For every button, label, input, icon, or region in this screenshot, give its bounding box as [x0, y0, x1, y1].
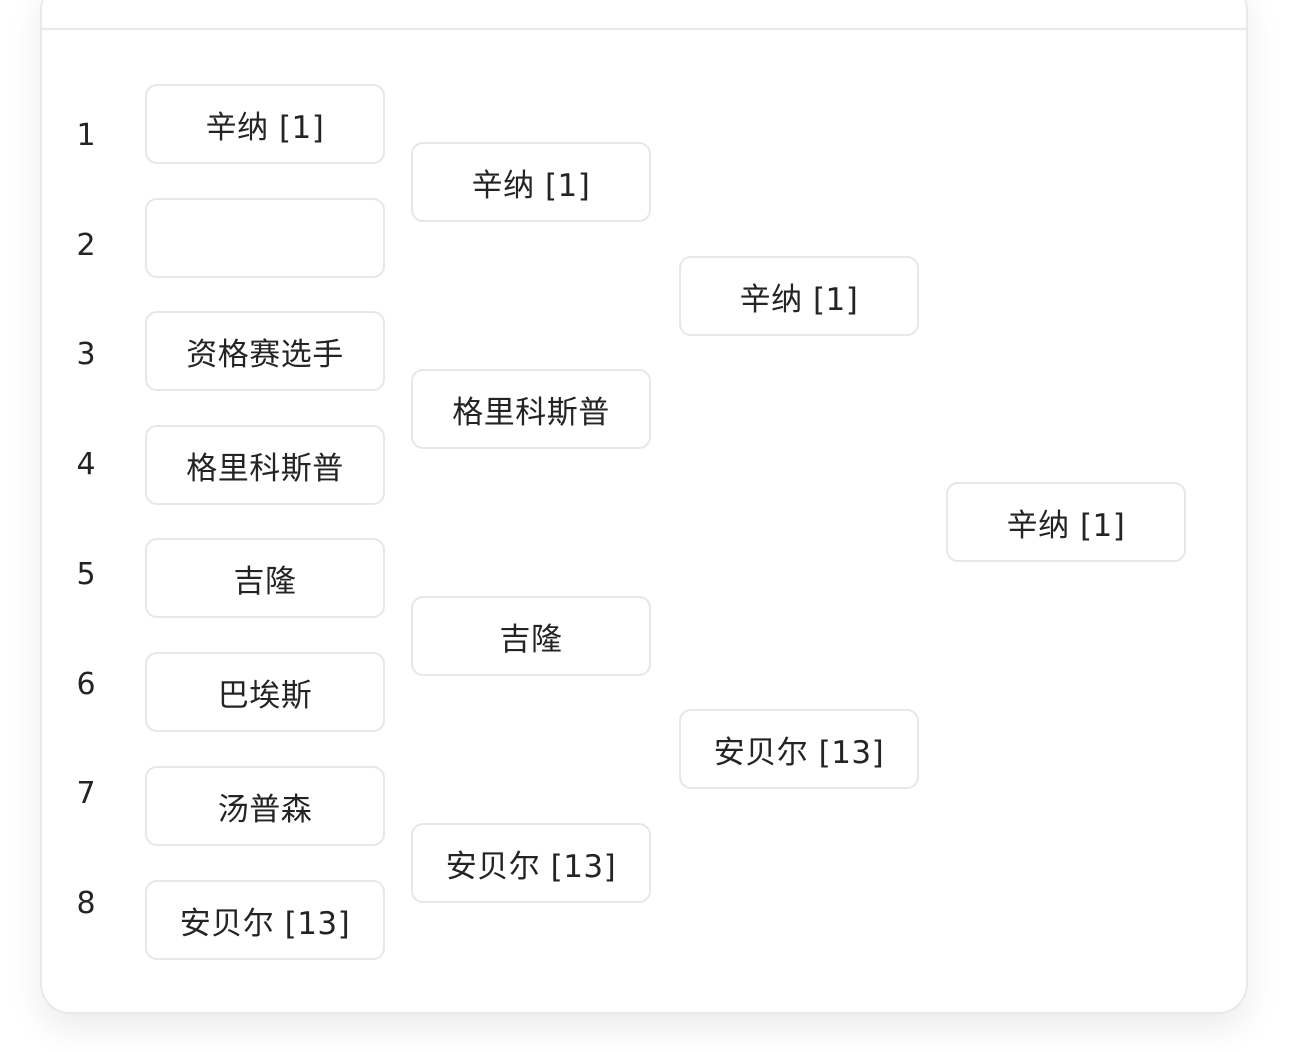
- round1-slot-7[interactable]: 汤普森: [145, 766, 385, 846]
- round2-slot-2[interactable]: 格里科斯普: [411, 369, 651, 449]
- seed-number: 1: [76, 118, 96, 153]
- round3-slot-2[interactable]: 安贝尔 [13]: [679, 709, 919, 789]
- round1-slot-8[interactable]: 安贝尔 [13]: [145, 880, 385, 960]
- seed-number: 3: [76, 337, 96, 372]
- round2-slot-4[interactable]: 安贝尔 [13]: [411, 823, 651, 903]
- round3-slot-1[interactable]: 辛纳 [1]: [679, 256, 919, 336]
- round1-slot-3[interactable]: 资格赛选手: [145, 311, 385, 391]
- seed-number: 4: [76, 447, 96, 482]
- seed-number: 2: [76, 228, 96, 263]
- round2-slot-1[interactable]: 辛纳 [1]: [411, 142, 651, 222]
- seed-number: 8: [76, 886, 96, 921]
- round1-slot-1[interactable]: 辛纳 [1]: [145, 84, 385, 164]
- round1-slot-6[interactable]: 巴埃斯: [145, 652, 385, 732]
- round1-slot-5[interactable]: 吉隆: [145, 538, 385, 618]
- seed-number: 7: [76, 776, 96, 811]
- round1-slot-4[interactable]: 格里科斯普: [145, 425, 385, 505]
- final-slot[interactable]: 辛纳 [1]: [946, 482, 1186, 562]
- round2-slot-3[interactable]: 吉隆: [411, 596, 651, 676]
- round1-slot-2[interactable]: [145, 198, 385, 278]
- seed-number: 5: [76, 557, 96, 592]
- seed-number: 6: [76, 667, 96, 702]
- card-header-strip: [42, 0, 1246, 30]
